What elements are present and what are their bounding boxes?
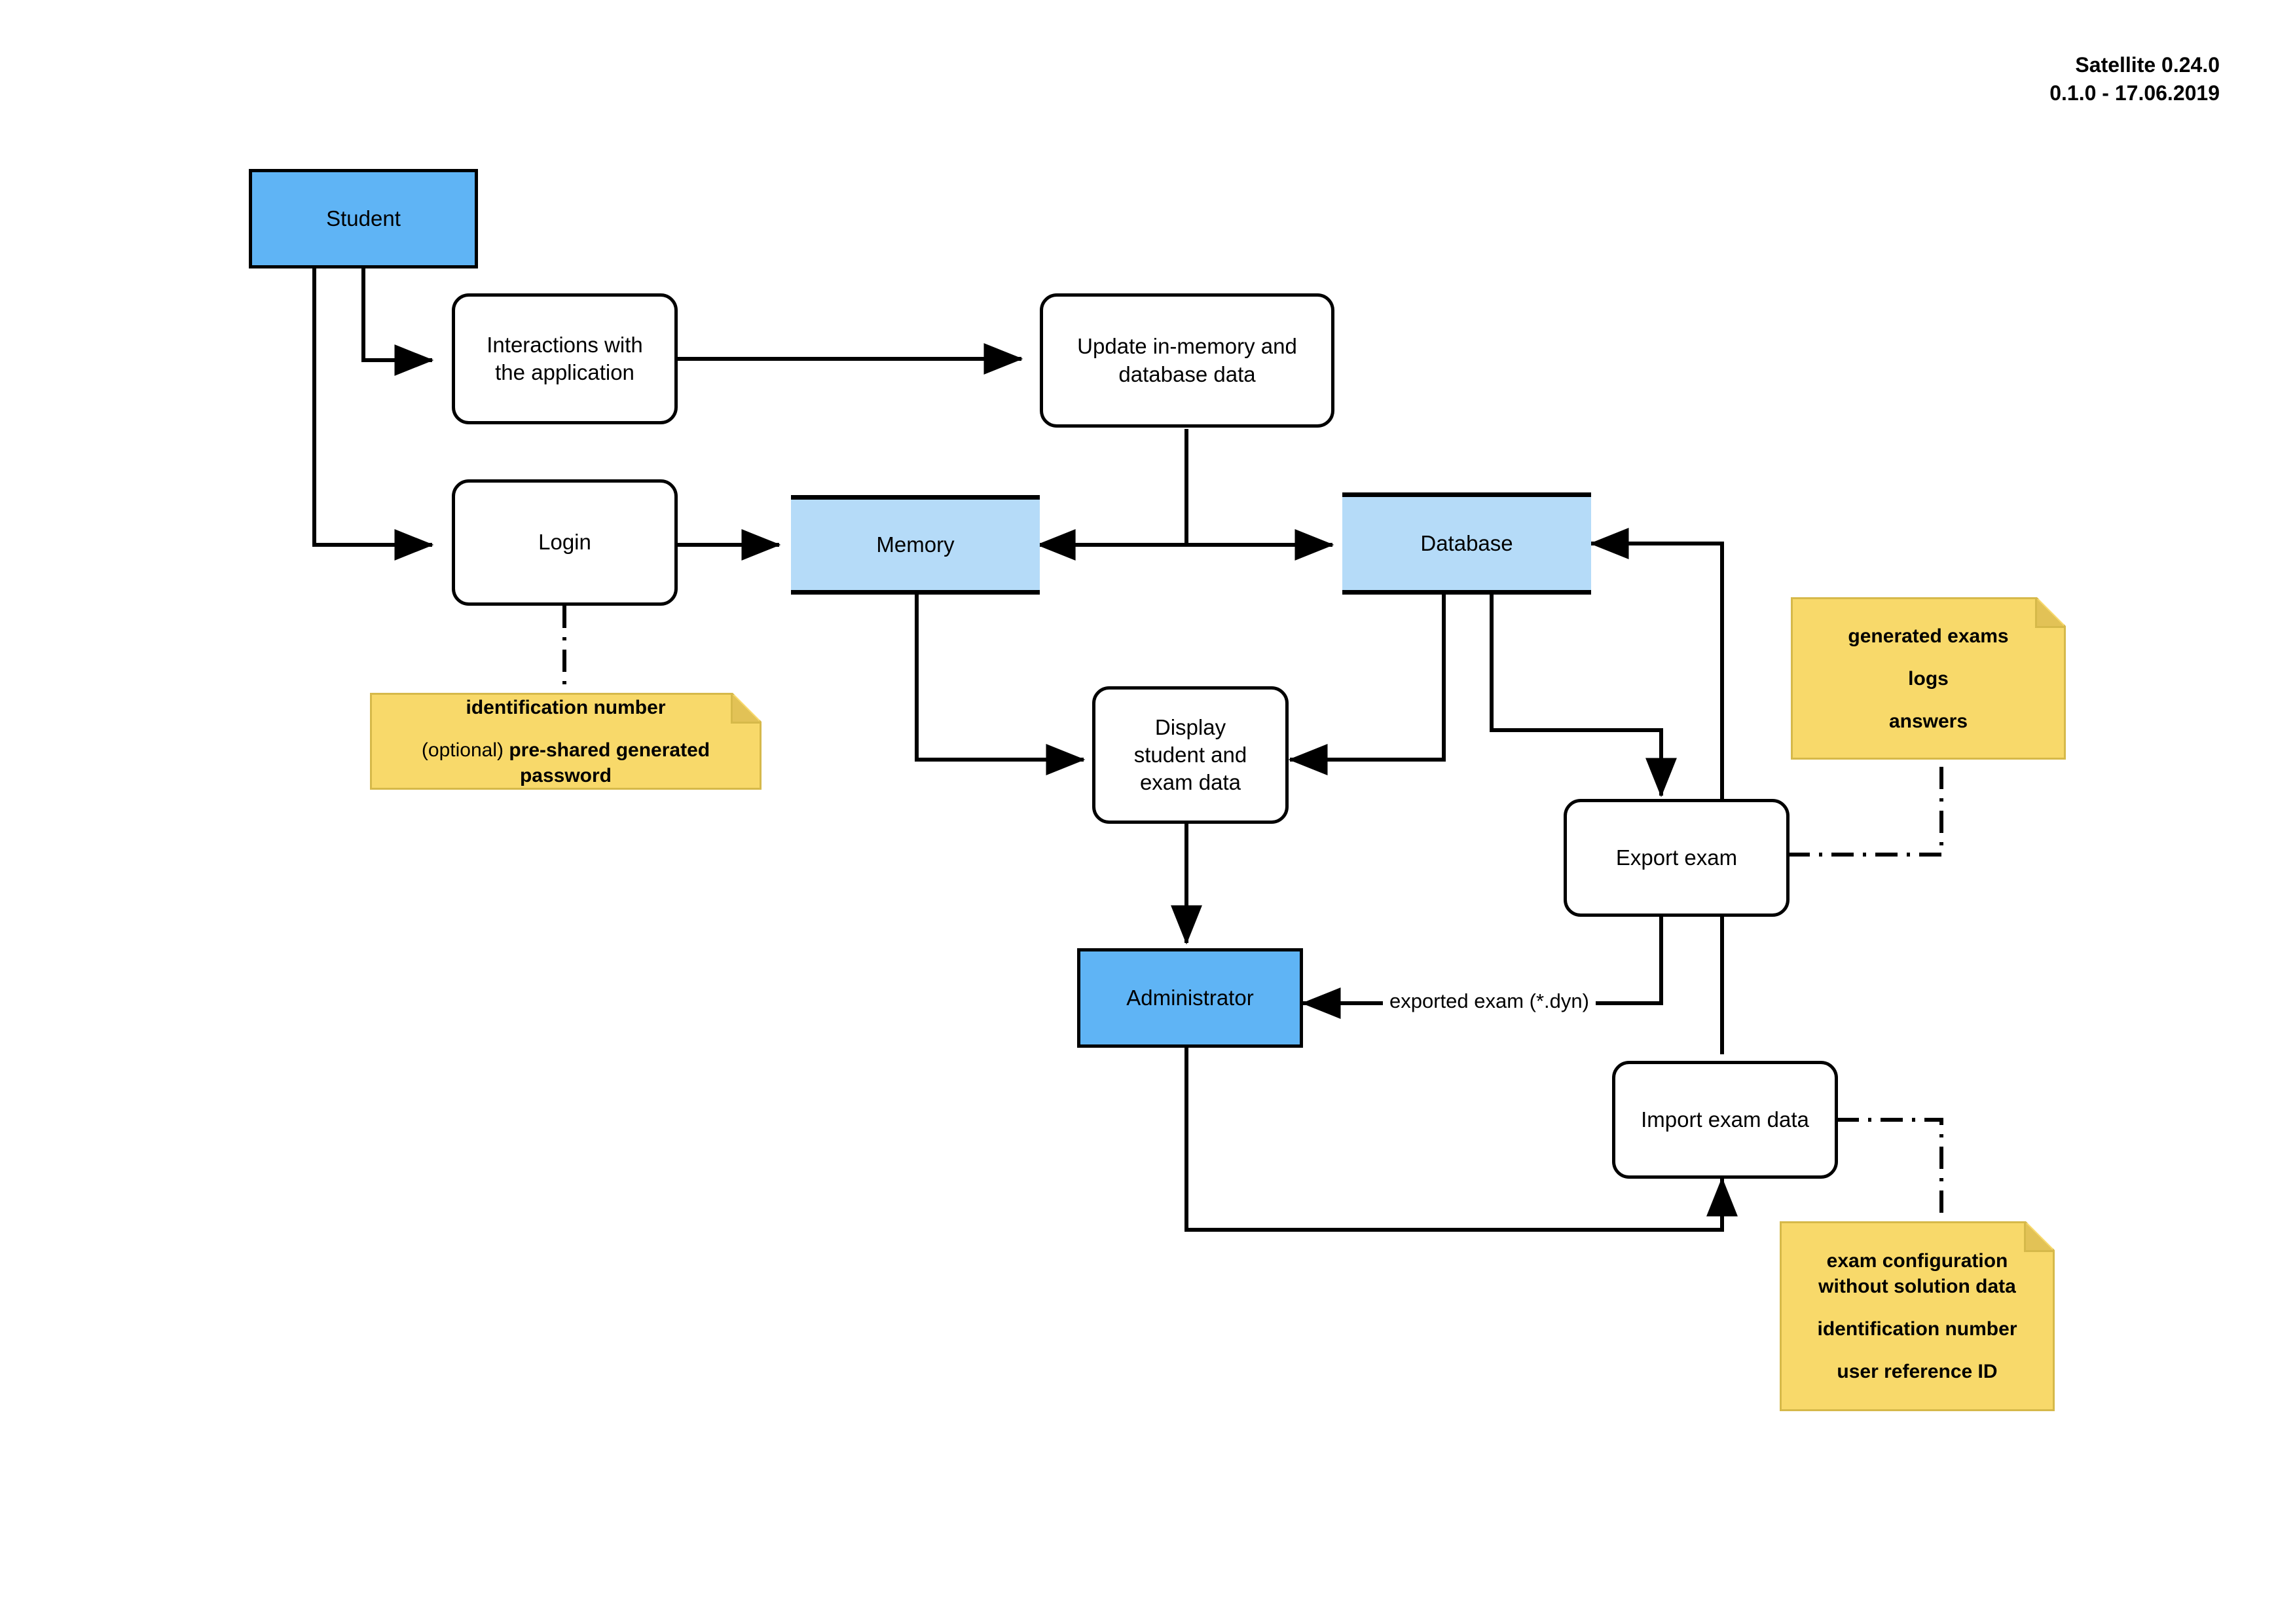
node-update-in-memory-and-database-data[interactable]: Update in-memory and database data [1040,293,1334,428]
node-student[interactable]: Student [249,169,478,268]
node-interactions-line2: the application [495,360,634,384]
note-login-line1: identification number [466,696,666,718]
node-update-label: Update in-memory and database data [1077,333,1297,388]
edge-database-to-display [1288,593,1446,775]
edge-student-to-interactions [361,268,434,376]
node-import-label: Import exam data [1641,1107,1809,1132]
note-import-line3: identification number [1817,1318,2017,1340]
note-import-line2: without solution data [1818,1276,2016,1297]
node-update-line2: database data [1118,361,1256,386]
node-administrator[interactable]: Administrator [1077,948,1303,1048]
node-display-student-and-exam-data[interactable]: Display student and exam data [1092,686,1289,824]
node-export-label: Export exam [1615,845,1738,870]
note-import-line1: exam configuration [1826,1250,2008,1272]
edge-label-exported-exam-text: exported exam (*.dyn) [1389,989,1589,1012]
node-update-line1: Update in-memory and [1077,334,1297,359]
node-database[interactable]: Database [1342,492,1591,595]
node-memory[interactable]: Memory [791,495,1040,595]
node-interactions-with-the-application[interactable]: Interactions with the application [452,293,678,424]
note-login-credentials: identification number (optional) pre-sha… [370,692,762,790]
node-display-line3: exam data [1139,770,1241,795]
edge-memory-to-display [915,593,1086,775]
note-login-line2: (optional) pre-shared generated [422,737,710,763]
node-display-line1: Display [1154,714,1226,739]
edge-administrator-to-import [1184,1048,1738,1232]
node-memory-label: Memory [876,532,955,557]
node-import-exam-data[interactable]: Import exam data [1612,1061,1838,1179]
edge-label-exported-exam: exported exam (*.dyn) [1383,991,1596,1011]
note-export-line3: answers [1888,710,1968,732]
version-header: Satellite 0.24.0 0.1.0 - 17.06.2019 [2049,51,2220,107]
node-login-label: Login [538,530,591,555]
connector-import-note [1837,1118,1943,1225]
node-export-exam[interactable]: Export exam [1564,799,1790,917]
note-login-line3: password [519,764,612,786]
note-import-payload: exam configuration without solution data… [1780,1221,2055,1411]
edge-student-to-login [312,268,434,561]
node-login[interactable]: Login [452,479,678,606]
note-export-payload: generated exams logs answers [1791,597,2066,760]
node-student-label: Student [326,206,401,231]
note-import-line4: user reference ID [1837,1361,1998,1382]
note-export-line1: generated exams [1848,625,2009,647]
product-version: Satellite 0.24.0 [2075,53,2220,77]
note-login-optional: (optional) [421,739,509,761]
revision-date: 0.1.0 - 17.06.2019 [2049,81,2220,105]
node-display-line2: student and [1133,742,1247,767]
edge-database-to-export [1490,593,1677,798]
node-interactions-line1: Interactions with [487,332,643,357]
node-interactions-label: Interactions with the application [487,331,642,386]
node-administrator-label: Administrator [1126,985,1254,1010]
node-display-label: Display student and exam data [1134,714,1247,797]
connector-export-note [1788,753,1943,857]
note-export-line2: logs [1908,667,1949,690]
node-database-label: Database [1420,530,1513,555]
note-login-preshared: pre-shared generated [509,739,710,761]
